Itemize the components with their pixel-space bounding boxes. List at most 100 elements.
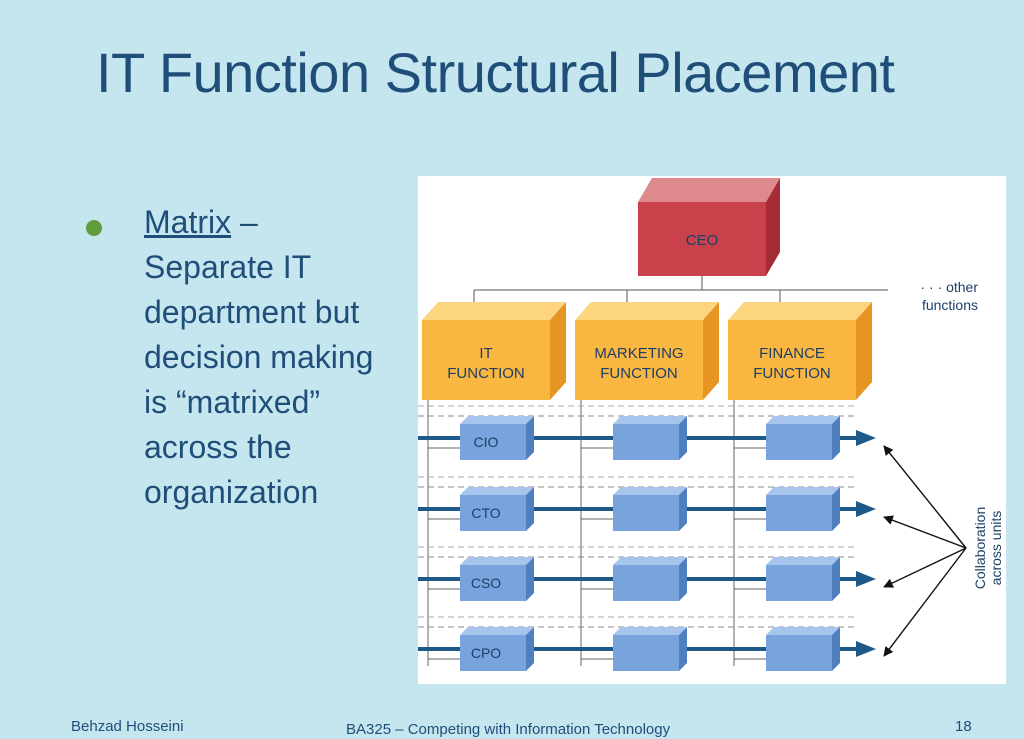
bullet-text: Matrix – Separate IT department but deci… <box>144 200 434 515</box>
function-block-side <box>856 302 872 400</box>
role-block-top <box>613 416 687 424</box>
role-block-front <box>460 495 526 531</box>
bullet-line: across the <box>144 429 292 465</box>
footer-page-number: 18 <box>955 718 972 735</box>
role-label: CSO <box>471 575 501 591</box>
bullet-line: Separate IT <box>144 249 312 285</box>
ceo-block <box>638 178 780 276</box>
role-block-front <box>766 635 832 671</box>
collaboration-arrow <box>883 515 967 549</box>
bullet-dash: – <box>231 204 258 240</box>
function-boxes <box>422 302 872 400</box>
role-block-top <box>460 557 534 565</box>
footer-author: Behzad Hosseini <box>71 718 184 735</box>
role-block <box>766 416 840 460</box>
role-block-side <box>679 416 687 460</box>
role-block-front <box>613 495 679 531</box>
role-block <box>766 557 840 601</box>
role-block <box>766 487 840 531</box>
role-block <box>613 557 687 601</box>
collaboration-label-line1: Collaboration <box>972 507 988 590</box>
role-label: CTO <box>471 505 500 521</box>
bullet-line: is “matrixed” <box>144 384 321 420</box>
role-block-side <box>832 557 840 601</box>
role-block <box>766 627 840 671</box>
footer-course: BA325 – Competing with Information Techn… <box>346 721 671 738</box>
other-functions-label: functions <box>922 297 978 313</box>
ceo-label: CEO <box>686 232 719 249</box>
function-block-top <box>422 302 566 320</box>
role-block <box>460 416 534 460</box>
function-label-line1: MARKETING <box>594 345 683 362</box>
role-block-front <box>613 424 679 460</box>
other-functions-label: · · · other <box>920 279 978 295</box>
bullet-line: decision making <box>144 339 374 375</box>
role-block <box>460 627 534 671</box>
function-block-side <box>703 302 719 400</box>
role-block-side <box>832 416 840 460</box>
function-label-line1: FINANCE <box>759 345 825 362</box>
role-block-side <box>679 487 687 531</box>
row-arrow-head <box>856 501 876 517</box>
role-block-top <box>766 487 840 495</box>
function-label-line1: IT <box>479 345 492 362</box>
role-block-front <box>766 565 832 601</box>
collaboration-arrow <box>883 445 967 549</box>
function-block-front <box>422 320 550 400</box>
role-block-top <box>766 416 840 424</box>
role-block-front <box>613 635 679 671</box>
function-block-side <box>550 302 566 400</box>
role-block-side <box>526 416 534 460</box>
function-label-line2: FUNCTION <box>447 365 525 382</box>
role-block-side <box>526 487 534 531</box>
role-block <box>613 627 687 671</box>
bullet-dot-icon <box>86 220 102 236</box>
role-block-top <box>613 627 687 635</box>
ceo-box <box>638 178 780 276</box>
ceo-block-top <box>638 178 780 202</box>
bullet-line: organization <box>144 474 319 510</box>
collaboration-arrow <box>883 547 967 657</box>
function-block-front <box>728 320 856 400</box>
ceo-block-side <box>766 178 780 276</box>
bullet-line-first: Matrix – <box>144 200 434 245</box>
function-block <box>422 302 566 400</box>
role-block <box>460 557 534 601</box>
role-block-top <box>460 627 534 635</box>
function-block <box>728 302 872 400</box>
role-block-side <box>526 557 534 601</box>
bullet-line: department but <box>144 294 360 330</box>
role-label: CIO <box>474 434 499 450</box>
ceo-block-front <box>638 202 766 276</box>
role-block-top <box>460 416 534 424</box>
role-block-front <box>460 565 526 601</box>
role-block-top <box>460 487 534 495</box>
collaboration-arrow <box>883 547 967 588</box>
role-block <box>613 487 687 531</box>
role-block-top <box>766 627 840 635</box>
role-block-top <box>613 557 687 565</box>
function-block-front <box>575 320 703 400</box>
role-block-front <box>766 424 832 460</box>
role-block <box>613 416 687 460</box>
role-block-side <box>679 627 687 671</box>
collaboration-arrows <box>883 445 967 657</box>
function-label-line2: FUNCTION <box>600 365 678 382</box>
bullet-term: Matrix <box>144 204 232 240</box>
slide-title: IT Function Structural Placement <box>96 41 895 104</box>
row-arrow-head <box>856 641 876 657</box>
row-arrow-head <box>856 571 876 587</box>
matrix-rows <box>418 405 876 671</box>
function-block-top <box>575 302 719 320</box>
role-block-side <box>832 487 840 531</box>
role-label: CPO <box>471 645 501 661</box>
role-block-side <box>679 557 687 601</box>
role-block-side <box>832 627 840 671</box>
collaboration-label-line2: across units <box>988 511 1004 586</box>
role-block-front <box>766 495 832 531</box>
role-block-front <box>613 565 679 601</box>
role-block-front <box>460 635 526 671</box>
